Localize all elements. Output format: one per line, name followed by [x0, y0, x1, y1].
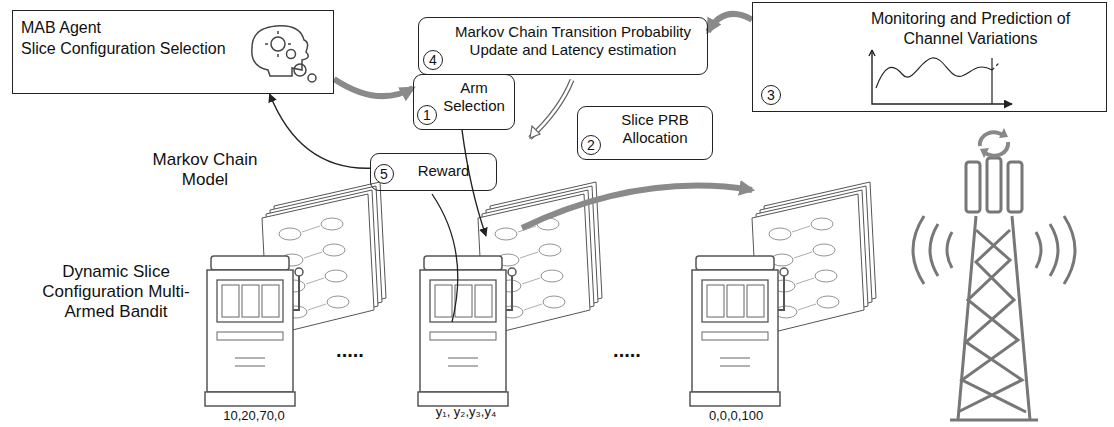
callout-number: 5: [374, 164, 394, 184]
step-box: Arm Selection 1: [413, 74, 515, 130]
box-text: 1: [423, 107, 431, 123]
connector-arrow: [270, 94, 370, 168]
arm-values: y₁, y₂,y₃,y₄: [414, 404, 518, 420]
box-text: Slice PRB Allocation: [602, 111, 708, 147]
ellipsis: .....: [315, 338, 385, 362]
box-subtext: Slice Configuration Selection: [21, 38, 325, 59]
connector-arrow: [334, 79, 413, 96]
callout-number: 3: [761, 85, 781, 105]
step-box: Slice PRB Allocation 2: [577, 106, 713, 160]
box-text: MAB Agent: [21, 17, 325, 38]
box-text: 3: [767, 87, 775, 103]
box-text: 5: [380, 166, 388, 182]
callout-number: 1: [417, 105, 437, 125]
connector-arrow: [708, 14, 752, 32]
box-text: 2: [587, 137, 595, 153]
axis-label: Markov Chain Model: [140, 150, 270, 190]
box-text: Markov Chain Transition Probability Upda…: [445, 23, 701, 59]
axis-label: Dynamic Slice Configuration Multi-Armed …: [30, 262, 202, 322]
callout-number: 4: [423, 50, 443, 70]
callout-number: 2: [581, 135, 601, 155]
ellipsis: .....: [592, 338, 662, 362]
box-text: Reward: [395, 162, 492, 180]
box-text: Arm Selection: [438, 79, 510, 115]
box-text: 4: [429, 52, 437, 68]
arm-values: 0,0,0,100: [684, 408, 788, 424]
monitor-box: Monitoring and Prediction of Channel Var…: [752, 2, 1107, 112]
box-text: Monitoring and Prediction of Channel Var…: [863, 9, 1078, 49]
step-box: Markov Chain Transition Probability Upda…: [418, 17, 708, 75]
arm-values: 10,20,70,0: [204, 408, 304, 424]
agent-box: MAB AgentSlice Configuration Selection: [12, 10, 334, 94]
step-box: Reward 5: [370, 153, 497, 191]
